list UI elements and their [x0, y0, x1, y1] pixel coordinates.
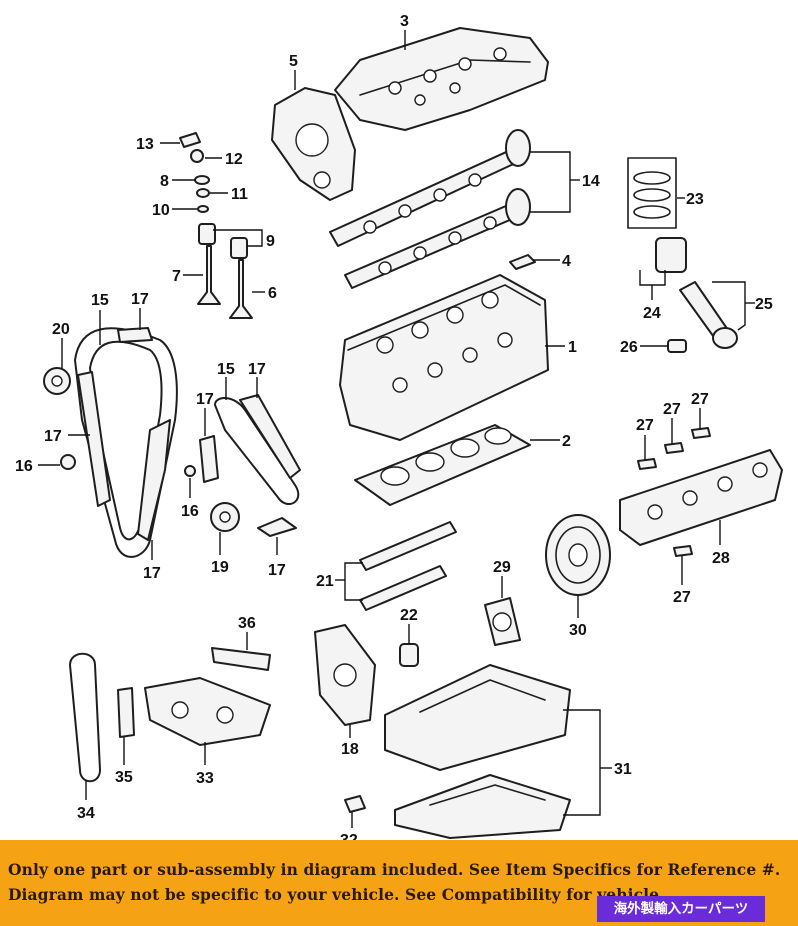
callout-17b: 17: [44, 428, 62, 445]
balance-shafts: [359, 521, 457, 611]
callout-17f: 17: [268, 562, 286, 579]
callout-36: 36: [238, 615, 256, 632]
callout-7: 7: [172, 268, 181, 285]
timing-chains: [43, 327, 178, 558]
callout-26: 26: [620, 339, 638, 356]
callout-16b: 16: [181, 503, 199, 520]
timing-cover: [271, 87, 356, 201]
callout-labels: 1 2 3 4 5 6 7 8 9 10 11 12 13 14 15 15 1…: [15, 13, 773, 840]
secondary-timing-chain: [184, 394, 301, 537]
callout-17a: 17: [131, 291, 149, 308]
callout-24: 24: [643, 305, 661, 322]
callout-34: 34: [77, 805, 95, 822]
callout-1: 1: [568, 339, 577, 356]
callout-33: 33: [196, 770, 214, 787]
piston-and-rod: [655, 237, 738, 353]
engine-parts-diagram: 1 2 3 4 5 6 7 8 9 10 11 12 13 14 15 15 1…: [15, 13, 783, 840]
bearings: [637, 427, 711, 557]
callout-19: 19: [211, 559, 229, 576]
callout-9: 9: [266, 233, 275, 250]
crank-pulley: [545, 514, 611, 596]
leader-lines: [38, 30, 755, 828]
piston-rings: [627, 157, 677, 229]
callout-10: 10: [152, 202, 170, 219]
valves: [197, 223, 253, 319]
callout-21: 21: [316, 573, 334, 590]
callout-17c: 17: [143, 565, 161, 582]
disclaimer-banner: Only one part or sub-assembly in diagram…: [0, 840, 798, 926]
crankshaft: [619, 449, 783, 546]
water-pump-housing: [314, 624, 376, 726]
callout-32: 32: [340, 832, 358, 840]
callout-3: 3: [400, 13, 409, 30]
callout-17e: 17: [196, 391, 214, 408]
valve-small-parts: [179, 132, 210, 213]
callout-20: 20: [52, 321, 70, 338]
callout-28: 28: [712, 550, 730, 567]
callout-22: 22: [400, 607, 418, 624]
callout-14: 14: [582, 173, 600, 190]
oil-drain-plug: [344, 795, 366, 813]
small-bracket: [509, 254, 536, 270]
callout-11: 11: [231, 186, 248, 203]
callout-15a: 15: [91, 292, 109, 309]
valve-cover: [334, 27, 549, 131]
callout-27d: 27: [673, 589, 691, 606]
callout-5: 5: [289, 53, 298, 70]
oil-pump-assembly: [69, 647, 271, 783]
callout-17d: 17: [248, 361, 266, 378]
callout-15b: 15: [217, 361, 235, 378]
cylinder-head: [339, 274, 549, 441]
head-gasket: [354, 424, 531, 506]
callout-12: 12: [225, 151, 243, 168]
callout-2: 2: [562, 433, 571, 450]
callout-31: 31: [614, 761, 632, 778]
callout-16a: 16: [15, 458, 33, 475]
callout-29: 29: [493, 559, 511, 576]
camshafts: [329, 129, 531, 289]
rear-main-seal: [484, 597, 521, 646]
callout-18: 18: [341, 741, 359, 758]
callout-4: 4: [562, 253, 571, 270]
import-parts-badge: 海外製輸入カーパーツ: [597, 896, 765, 922]
callout-27b: 27: [663, 401, 681, 418]
callout-35: 35: [115, 769, 133, 786]
disclaimer-line-2: Diagram may not be specific to your vehi…: [8, 885, 660, 904]
callout-25: 25: [755, 296, 773, 313]
callout-6: 6: [268, 285, 277, 302]
callout-13: 13: [136, 136, 154, 153]
callout-30: 30: [569, 622, 587, 639]
callout-8: 8: [160, 173, 169, 190]
oil-pan: [384, 664, 571, 839]
callout-27c: 27: [691, 391, 709, 408]
callout-23: 23: [686, 191, 704, 208]
oil-filter: [399, 643, 419, 667]
disclaimer-line-1: Only one part or sub-assembly in diagram…: [8, 860, 781, 879]
callout-27a: 27: [636, 417, 654, 434]
